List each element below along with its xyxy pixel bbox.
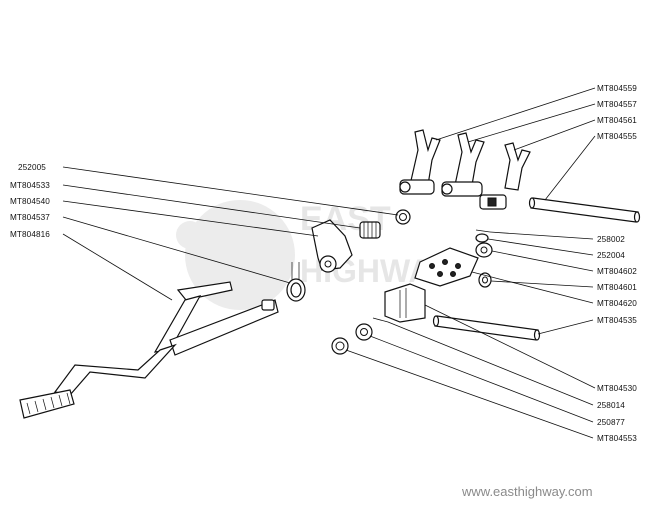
label-258014: 258014 [597,401,625,410]
label-258002: 258002 [597,235,625,244]
watermark-blob [185,200,295,310]
label-mt804557: MT804557 [597,100,637,109]
label-mt804561: MT804561 [597,116,637,125]
label-mt804559: MT804559 [597,84,637,93]
hub-mt804602 [475,242,493,258]
shift-rod [528,197,641,223]
spring-mt804533 [359,221,381,239]
lever-mt804540 [311,219,353,273]
label-252004: 252004 [597,251,625,260]
shift-fork-3 [479,142,531,210]
pedal-assembly-mt804816 [19,281,279,419]
label-mt804602: MT804602 [597,267,637,276]
washer-mt804553 [331,337,349,355]
label-mt804816: MT804816 [10,230,50,239]
washer-252005 [395,209,411,225]
pin-258014 [372,317,389,323]
label-250877: 250877 [597,418,625,427]
ring-252004 [475,233,489,243]
shift-fork-2 [441,132,485,197]
gate-plate-mt804620 [414,247,479,287]
label-mt804555: MT804555 [597,132,637,141]
label-mt804533: MT804533 [10,181,50,190]
leader-lines [62,87,596,439]
label-mt804601: MT804601 [597,283,637,292]
watermark-blob-small [176,221,204,249]
label-mt804530: MT804530 [597,384,637,393]
label-mt804620: MT804620 [597,299,637,308]
label-252005: 252005 [18,163,46,172]
shift-fork-1 [399,129,441,195]
website-url: www.easthighway.com [461,484,593,499]
rod-mt804535 [432,315,541,341]
label-mt804537: MT804537 [10,213,50,222]
label-mt804540: MT804540 [10,197,50,206]
pin-258002 [475,229,491,233]
bracket-mt804530 [384,283,426,323]
label-mt804553: MT804553 [597,434,637,443]
nut-250877 [355,323,373,341]
spring-mt804537 [286,262,306,302]
part-labels: MT804559 MT804557 MT804561 MT804555 2520… [10,84,637,443]
label-mt804535: MT804535 [597,316,637,325]
